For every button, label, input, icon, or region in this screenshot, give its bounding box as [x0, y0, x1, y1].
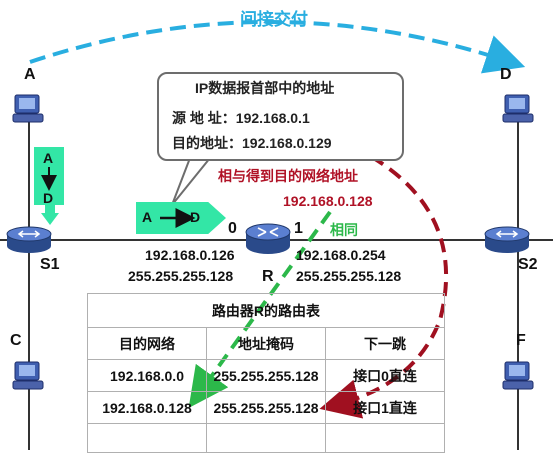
vertical-tag-arrow-icon: [41, 167, 57, 191]
table-row: 192.168.0.128 255.255.255.128 接口1直连: [87, 391, 445, 424]
host-f-label: F: [516, 332, 526, 349]
row1-next-hop: 接口1直连: [325, 391, 445, 424]
header-next-hop: 下一跳: [325, 327, 445, 360]
port1-mask: 255.255.255.128: [296, 268, 402, 284]
port1-ip: 192.168.0.254: [296, 247, 386, 263]
vertical-tag-to: D: [43, 190, 54, 206]
row2-network: [87, 423, 207, 453]
host-d-label: D: [500, 66, 512, 83]
and-operation-label: 相与得到目的网络地址: [218, 168, 358, 184]
routing-table: 路由器R的路由表 目的网络 地址掩码 下一跳 192.168.0.0 255.2…: [87, 293, 445, 453]
router-port1-label: 1: [294, 220, 303, 237]
source-address: 源 地 址：192.168.0.1: [172, 110, 310, 126]
ip-header-callout: [157, 72, 404, 161]
indirect-delivery-arrow: [29, 20, 526, 74]
callout-title: IP数据报首部中的地址: [195, 80, 335, 96]
header-destination-network: 目的网络: [87, 327, 207, 360]
header-address-mask: 地址掩码: [206, 327, 326, 360]
host-c-computer-icon: [12, 361, 44, 390]
row2-mask: [206, 423, 326, 453]
switch-s2-label: S2: [518, 256, 538, 273]
row0-network: 192.168.0.0: [87, 359, 207, 392]
vertical-tag-from: A: [43, 150, 54, 166]
host-f-computer-icon: [502, 361, 534, 390]
row1-mask: 255.255.255.128: [206, 391, 326, 424]
routing-table-title: 路由器R的路由表: [87, 293, 445, 328]
switch-s1-label: S1: [40, 256, 60, 273]
host-c-label: C: [10, 332, 22, 349]
row2-next-hop: [325, 423, 445, 453]
switch-s1-icon: [6, 226, 52, 253]
horizontal-tag-to: D: [190, 209, 201, 225]
table-row: [87, 423, 445, 453]
table-row: 192.168.0.0 255.255.255.128 接口0直连: [87, 359, 445, 392]
callout-pointer: [171, 157, 213, 206]
host-d-computer-icon: [502, 94, 534, 123]
port0-mask: 255.255.255.128: [128, 268, 234, 284]
host-a-label: A: [24, 66, 36, 83]
row1-network: 192.168.0.128: [87, 391, 207, 424]
destination-address: 目的地址：192.168.0.129: [172, 135, 332, 151]
router-r-icon: [245, 223, 291, 254]
port0-ip: 192.168.0.126: [145, 247, 235, 263]
horizontal-packet-tag: [136, 202, 226, 234]
host-a-computer-icon: [12, 94, 44, 123]
horizontal-tag-from: A: [142, 209, 153, 225]
tag-down-arrow-icon: [41, 203, 59, 225]
row0-next-hop: 接口0直连: [325, 359, 445, 392]
router-port0-label: 0: [228, 220, 237, 237]
indirect-delivery-label: 间接交付: [240, 10, 308, 29]
switch-s2-icon: [484, 226, 530, 253]
same-label: 相同: [330, 222, 358, 238]
result-network-address: 192.168.0.128: [283, 193, 373, 209]
router-label: R: [262, 268, 274, 285]
row0-mask: 255.255.255.128: [206, 359, 326, 392]
